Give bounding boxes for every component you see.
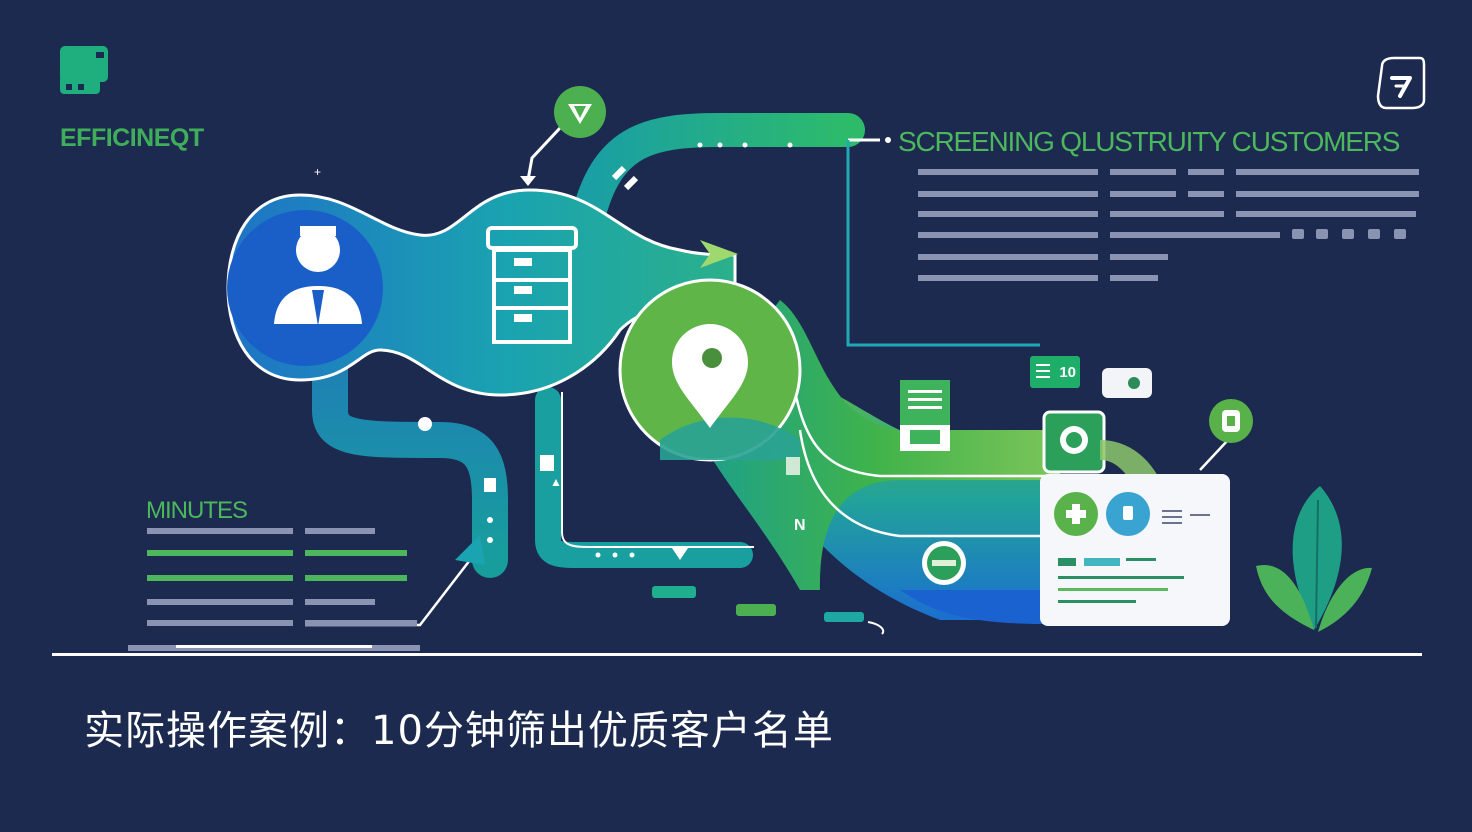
caption-title: 实际操作案例：10分钟筛出优质客户名单 — [84, 708, 834, 754]
logo-icon — [60, 46, 108, 94]
svg-text:N: N — [794, 517, 806, 534]
svg-text:+: + — [314, 165, 321, 179]
location-pin-icon — [672, 324, 748, 428]
leaf-icon — [1256, 486, 1372, 632]
top-arc — [573, 113, 865, 227]
right-text-lines — [918, 169, 1419, 281]
left-text-lines — [147, 528, 417, 626]
svg-text:▲: ▲ — [550, 475, 562, 489]
corner-arrow-icon[interactable] — [1376, 56, 1426, 110]
middle-pipe — [535, 387, 753, 568]
baseline — [52, 653, 1422, 656]
brand-name: EFFICINEQT — [60, 124, 204, 152]
minutes-label: MINUTES — [146, 497, 248, 524]
section-heading: SCREENING QLUSTRUITY CUSTOMERS — [898, 126, 1400, 157]
left-pipe — [312, 342, 508, 578]
top-arc-dots — [611, 142, 793, 191]
server-icon — [486, 226, 578, 344]
document-icon — [900, 380, 950, 451]
count-badge: 10 — [1059, 363, 1076, 381]
